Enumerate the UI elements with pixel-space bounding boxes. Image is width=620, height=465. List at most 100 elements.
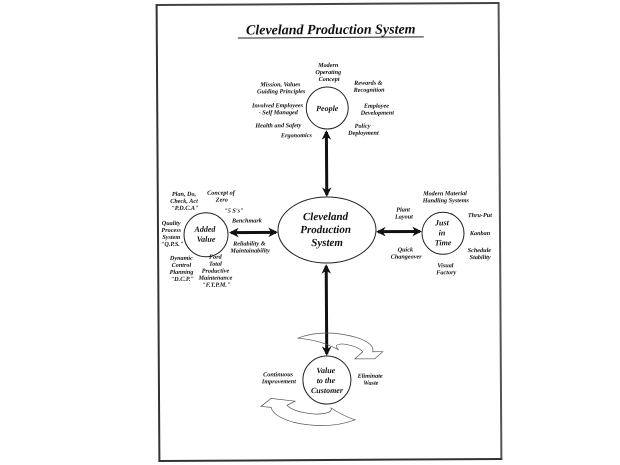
label-line: Stability	[470, 254, 491, 261]
label-line: Value	[316, 366, 335, 375]
label-line: "P.D.C.A"	[171, 205, 199, 212]
label-line: Continuous	[263, 371, 294, 378]
center-label-line: System	[311, 237, 343, 249]
label-line: Mission, Values	[259, 81, 301, 88]
label-line: Customer	[311, 386, 344, 395]
people-sublabel: Modern Operating Concept	[315, 62, 342, 83]
label-line: Dynamic	[169, 255, 193, 262]
just-in-time-sublabel: Kanban	[469, 230, 491, 237]
label-line: "Q.P.S."	[161, 241, 184, 248]
label-line: Policy	[355, 123, 371, 130]
node-just-in-time: Just in Time Modern Material Handling Sy…	[391, 190, 493, 276]
label-line: Modern	[317, 62, 339, 69]
cycle-arrow-top	[297, 332, 384, 360]
people-sublabel: Rewards & Recognition	[353, 80, 386, 94]
added-value-sublabel: Reliability & Maintainability	[229, 240, 270, 254]
people-sublabel: Involved Employees - Self Managed	[251, 102, 305, 116]
label-line: Concept of	[207, 190, 236, 197]
title-underline	[237, 36, 424, 39]
label-line: Changeover	[391, 253, 423, 260]
label-line: Recognition	[353, 87, 386, 94]
label-line: Plant	[396, 207, 410, 214]
node-added-value: Added Value Plan, Do, Check, Act "P.D.C.…	[161, 190, 270, 289]
added-value-sublabel: Dynamic Control Planning "D.C.P."	[169, 255, 195, 283]
just-in-time-sublabel: Visual Factory	[436, 262, 456, 276]
just-in-time-circle	[421, 211, 465, 255]
label-line: Operating	[315, 69, 341, 76]
label-line: Rewards &	[353, 80, 383, 87]
value-to-customer-label: Value to the Customer	[311, 366, 344, 395]
label-line: System	[162, 234, 180, 241]
center-label-line: Cleveland	[303, 211, 349, 223]
label-line: "F.T.P.M."	[202, 282, 231, 289]
added-value-sublabel: Benchmark	[231, 217, 263, 224]
just-in-time-label: Just in Time	[434, 218, 452, 247]
label-line: Added	[194, 225, 217, 234]
center-ellipse	[277, 196, 377, 264]
label-line: Schedule	[468, 247, 492, 254]
label-line: Zero	[215, 197, 228, 204]
just-in-time-sublabel: Thru-Put	[468, 212, 492, 219]
people-circle	[305, 86, 349, 130]
value-to-customer-sublabel: Continuous Improvement	[261, 371, 296, 385]
label-line: Concept	[319, 76, 340, 83]
label-line: - Self Managed	[259, 109, 299, 116]
node-value-to-customer: Value to the Customer Continuous Improve…	[261, 355, 385, 405]
label-line: Layout	[394, 213, 413, 220]
label-line: Maintenance	[198, 275, 233, 282]
label-line: Maintainability	[229, 247, 270, 254]
people-sublabel: Mission, Values Guiding Principles	[257, 81, 306, 95]
just-in-time-sublabel: Schedule Stability	[468, 247, 493, 261]
people-sublabel: Ergonomics	[280, 132, 313, 139]
label-line: Control	[172, 262, 192, 269]
added-value-label: Added Value	[194, 225, 218, 244]
label-line: Employee	[363, 103, 389, 110]
label-line: Time	[435, 238, 452, 247]
label-line: Reliability &	[232, 240, 266, 247]
label-line: Visual	[437, 262, 453, 269]
added-value-sublabel: Plan, Do, Check, Act "P.D.C.A"	[170, 191, 199, 212]
added-value-sublabel: Concept of Zero	[207, 190, 236, 204]
label-line: Check, Act	[170, 198, 198, 205]
cycle-arrow-bottom	[260, 397, 357, 426]
cps-diagram: Cleveland Production System Cleveland Pr…	[161, 22, 493, 426]
value-to-customer-circle	[302, 355, 352, 405]
center-label-line: Production	[300, 224, 351, 236]
label-line: Guiding Principles	[257, 88, 306, 95]
label-line: Eliminate	[357, 373, 383, 380]
people-sublabel: Employee Development	[360, 103, 395, 117]
people-label: People	[316, 104, 339, 113]
label-line: Ford	[209, 254, 223, 261]
people-sublabel: Policy Deployment	[347, 123, 379, 137]
label-line: Quality	[162, 220, 181, 227]
just-in-time-sublabel: Quick Changeover	[391, 246, 423, 260]
arrow-center-value-to-customer	[321, 264, 332, 356]
added-value-sublabel: Quality Process System "Q.P.S."	[161, 220, 184, 248]
center-label: Cleveland Production System	[300, 211, 354, 249]
added-value-circle	[183, 212, 229, 258]
label-line: Deployment	[347, 130, 379, 137]
label-line: Productive	[202, 268, 230, 275]
label-line: Factory	[436, 269, 456, 276]
label-line: Involved Employees	[251, 102, 304, 109]
label-line: Value	[197, 235, 216, 244]
label-line: Handling Systems	[422, 197, 470, 204]
value-to-customer-sublabel: Eliminate Waste	[357, 373, 385, 387]
label-line: Quick	[398, 246, 414, 253]
label-line: Improvement	[261, 378, 296, 385]
label-line: Just	[434, 218, 450, 227]
label-line: Modern Material	[422, 190, 467, 197]
people-sublabel: Health and Safety	[254, 122, 301, 129]
label-line: "D.C.P."	[171, 276, 195, 283]
label-line: Waste	[363, 380, 378, 387]
label-line: in	[439, 228, 446, 237]
just-in-time-sublabel: Plant Layout	[394, 206, 413, 220]
node-center: Cleveland Production System	[277, 196, 377, 264]
node-people: People Modern Operating Concept Mission,…	[251, 62, 395, 139]
page-title: Cleveland Production System	[246, 22, 416, 38]
label-line: Planning	[170, 269, 194, 276]
label-line: to the	[317, 376, 336, 385]
label-line: Total	[209, 261, 222, 268]
just-in-time-sublabel: Modern Material Handling Systems	[422, 190, 470, 204]
label-line: Process	[161, 227, 181, 234]
